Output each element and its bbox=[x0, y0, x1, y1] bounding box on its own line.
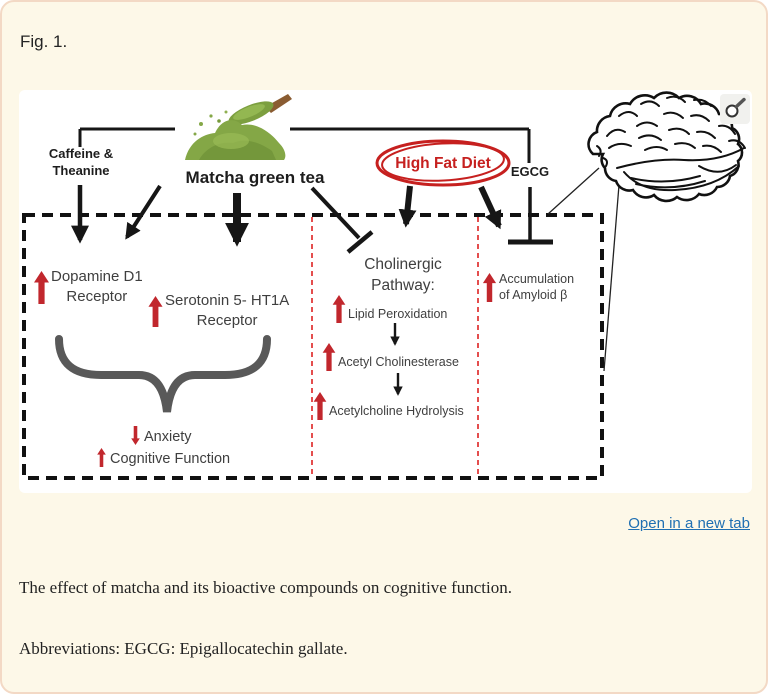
dopamine-node: Dopamine D1 Receptor bbox=[34, 267, 143, 308]
up-arrow-icon bbox=[332, 295, 346, 323]
caffeine-line2: Theanine bbox=[52, 162, 110, 178]
lipid-peroxidation-node: Lipid Peroxidation bbox=[332, 295, 447, 323]
dopamine-line1: Dopamine D1 bbox=[51, 268, 143, 285]
caffeine-line1: Caffeine & bbox=[48, 146, 114, 161]
cholinergic-line2: Pathway: bbox=[371, 276, 435, 294]
dopamine-line2: Receptor bbox=[66, 288, 128, 306]
acetyl-cholinesterase-node: Acetyl Cholinesterase bbox=[322, 343, 459, 371]
matcha-inhibit-line bbox=[310, 186, 374, 254]
brain-callout-line-2 bbox=[603, 184, 620, 372]
figure-caption: The effect of matcha and its bioactive c… bbox=[19, 578, 513, 597]
lipid-peroxidation-label: Lipid Peroxidation bbox=[348, 306, 448, 321]
anxiety-label: Anxiety bbox=[144, 429, 192, 445]
up-arrow-icon bbox=[97, 448, 106, 467]
serotonin-line1: Serotonin 5- HT1A bbox=[165, 292, 290, 309]
matcha-powder-image bbox=[185, 94, 292, 160]
cognitive-function-label: Cognitive Function bbox=[110, 451, 231, 467]
brain-callout-line-1 bbox=[547, 167, 600, 215]
egcg-label: EGCG bbox=[510, 164, 550, 179]
amyloid-node: Accumulation of Amyloid β bbox=[482, 271, 574, 304]
dashed-box bbox=[22, 213, 604, 480]
matcha-left-arrow bbox=[125, 184, 162, 240]
caffeine-theanine-label: Caffeine & Theanine bbox=[46, 146, 116, 179]
up-arrow-icon bbox=[322, 343, 336, 371]
zoom-figure-button[interactable] bbox=[720, 94, 750, 124]
figure-number-label: Fig. 1. bbox=[20, 32, 68, 51]
matcha-label: Matcha green tea bbox=[185, 168, 325, 187]
up-arrow-icon bbox=[482, 272, 497, 302]
open-in-new-tab-link[interactable]: Open in a new tab bbox=[628, 515, 750, 532]
amyloid-line2: of Amyloid β bbox=[499, 288, 568, 303]
figure-image[interactable]: Caffeine & Theanine Matcha green tea Hig… bbox=[19, 90, 752, 493]
down-arrow-icon bbox=[131, 426, 140, 445]
high-fat-diet-label: High Fat Diet bbox=[395, 155, 491, 172]
high-fat-diet-oval bbox=[375, 139, 511, 187]
hfd-left-arrow bbox=[398, 185, 417, 228]
curly-brace bbox=[55, 335, 271, 413]
egcg-inhibit-line bbox=[508, 187, 553, 245]
cholinergic-pathway-label: Cholinergic Pathway: bbox=[355, 255, 451, 297]
serotonin-line2: Receptor bbox=[196, 312, 258, 330]
up-arrow-icon bbox=[34, 270, 49, 304]
acetylcholine-hydrolysis-node: Acetylcholine Hydrolysis bbox=[313, 392, 464, 420]
up-arrow-icon bbox=[148, 295, 163, 327]
amyloid-line1: Accumulation bbox=[499, 272, 575, 286]
acetyl-cholinesterase-label: Acetyl Cholinesterase bbox=[338, 354, 459, 369]
magnifier-icon bbox=[725, 97, 746, 118]
diagram-connectors bbox=[22, 127, 620, 480]
figure-abbreviations: Abbreviations: EGCG: Epigallocatechin ga… bbox=[19, 639, 348, 658]
egcg-connector bbox=[290, 127, 531, 163]
up-arrow-icon bbox=[313, 392, 327, 420]
cognitive-function-node: Cognitive Function bbox=[95, 448, 230, 467]
anxiety-node: Anxiety bbox=[129, 426, 192, 445]
caffeine-connector bbox=[78, 127, 175, 147]
cholinergic-line1: Cholinergic bbox=[364, 256, 442, 273]
hfd-right-arrow bbox=[478, 185, 502, 230]
serotonin-node: Serotonin 5- HT1A Receptor bbox=[148, 291, 289, 332]
acetylcholine-hydrolysis-label: Acetylcholine Hydrolysis bbox=[329, 403, 464, 418]
